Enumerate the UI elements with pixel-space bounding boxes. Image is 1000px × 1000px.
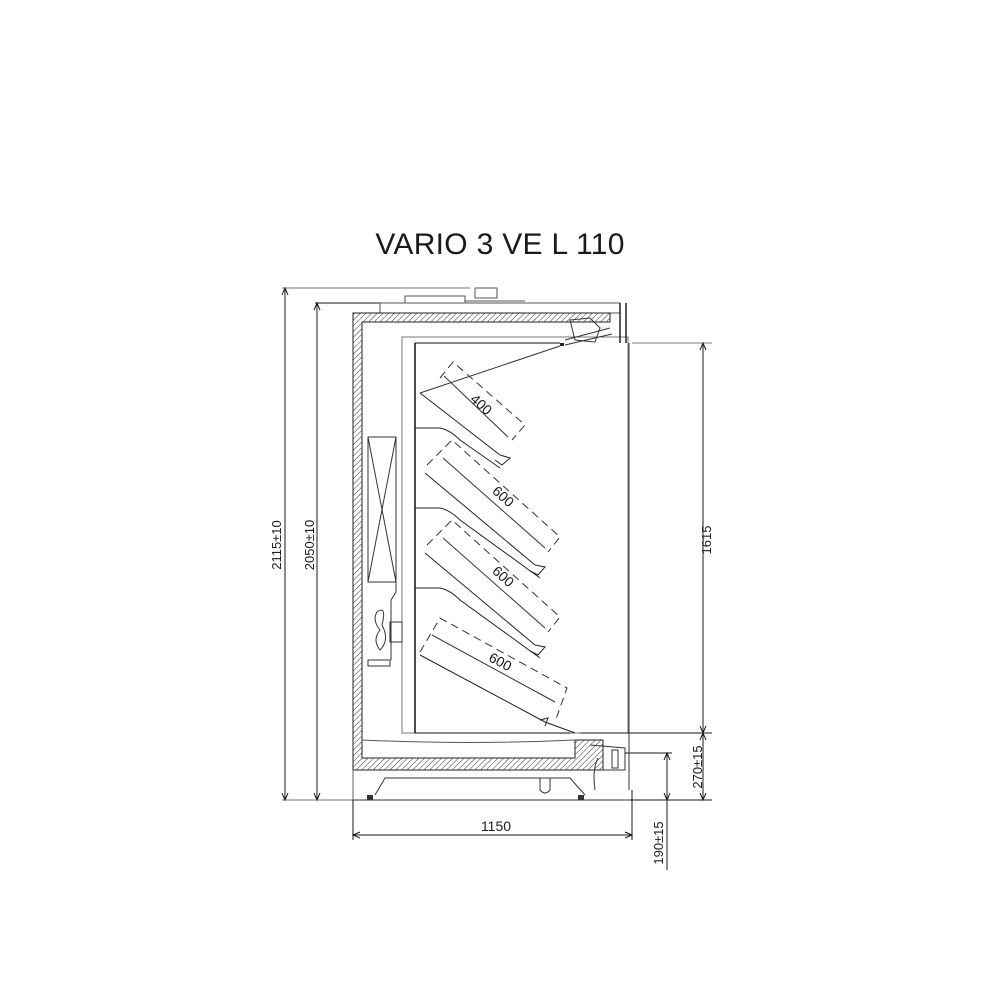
- shelf-2-dimension: [426, 439, 561, 553]
- shelf-4: [419, 654, 576, 734]
- lower-height-label: 190±15: [651, 821, 666, 864]
- front-base-height-label: 270±15: [690, 745, 705, 788]
- dimension-body-height: [313, 301, 385, 802]
- shelf-2-dim-line: [442, 457, 546, 549]
- overall-height-label: 2115±10: [269, 520, 284, 570]
- dimension-lower-height: [625, 751, 672, 870]
- dimension-display-height: [580, 341, 712, 735]
- shelf-1-dim-line: [443, 375, 509, 438]
- shelf-2: [415, 472, 546, 579]
- shelf-3-depth-label: 600: [489, 563, 517, 591]
- evaporator-coil: [367, 436, 397, 660]
- shelf-3-dimension: [426, 519, 561, 633]
- shelf-3-dim-line: [442, 537, 546, 629]
- shelf-2-depth-label: 600: [489, 483, 517, 511]
- display-height-label: 1615: [699, 526, 714, 555]
- shelf-4-dim-line: [431, 634, 556, 703]
- fan-icon: [367, 609, 403, 667]
- drawing-title: VARIO 3 VE L 110: [375, 228, 625, 261]
- cabinet-body: [352, 287, 630, 801]
- dimension-depth: [351, 790, 634, 840]
- shelf-1-depth-label: 400: [467, 391, 495, 419]
- dimension-overall-height: [281, 286, 470, 802]
- dimension-front-base-height: [630, 731, 712, 802]
- depth-label: 1150: [481, 818, 511, 834]
- shelf-1-dimension: [439, 361, 526, 441]
- body-height-label: 2050±10: [302, 520, 317, 571]
- shelf-1: [415, 345, 561, 469]
- shelf-3: [415, 552, 546, 659]
- shelf-4-depth-label: 600: [486, 649, 514, 674]
- shelf-4-dimension: [419, 617, 568, 723]
